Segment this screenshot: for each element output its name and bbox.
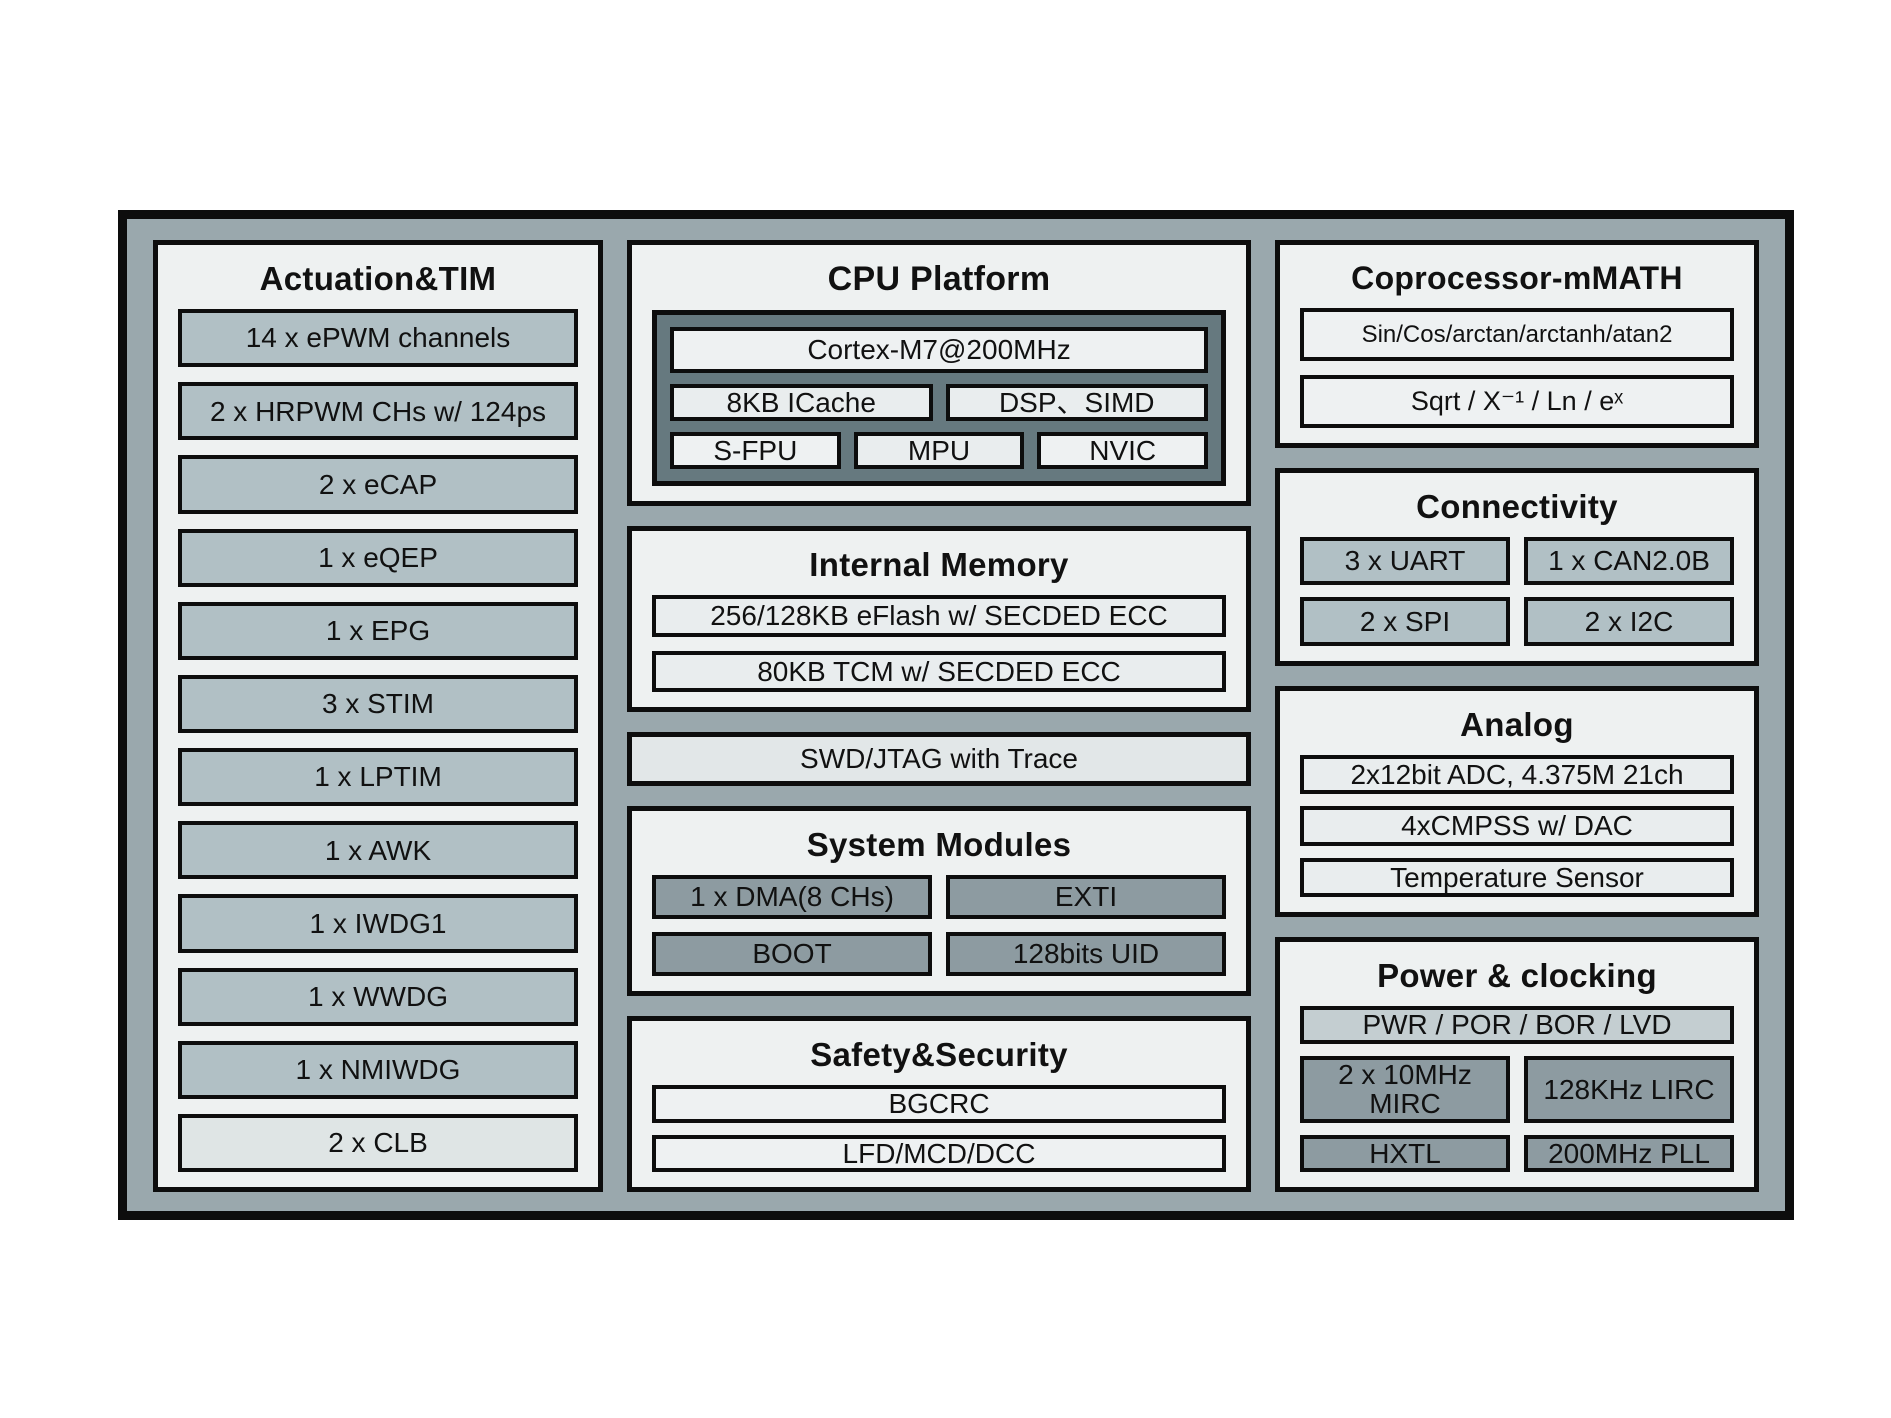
block-nvic: NVIC	[1037, 431, 1209, 470]
block-can: 1 x CAN2.0B	[1524, 536, 1734, 586]
block-bgcrc: BGCRC	[652, 1085, 1226, 1123]
block-cortex-m7: Cortex-M7@200MHz	[670, 327, 1208, 373]
block-icache: 8KB ICache	[670, 383, 933, 421]
section-internal-memory: Internal Memory 256/128KB eFlash w/ SECD…	[627, 526, 1251, 713]
power-rows: PWR / POR / BOR / LVD 2 x 10MHz MIRC 128…	[1300, 1006, 1734, 1172]
section-power-clocking: Power & clocking PWR / POR / BOR / LVD 2…	[1275, 937, 1759, 1192]
system-row-2: BOOT 128bits UID	[652, 931, 1226, 977]
block-pll: 200MHz PLL	[1524, 1134, 1734, 1172]
block-temp-sensor: Temperature Sensor	[1300, 857, 1734, 898]
section-title-connectivity: Connectivity	[1416, 487, 1618, 525]
block-trig-functions: Sin/Cos/arctan/arctanh/atan2	[1300, 308, 1734, 361]
block-mpu: MPU	[853, 431, 1025, 470]
power-row-2: 2 x 10MHz MIRC 128KHz LIRC	[1300, 1055, 1734, 1123]
block-clb: 2 x CLB	[178, 1113, 578, 1173]
actuation-rows: 14 x ePWM channels 2 x HRPWM CHs w/ 124p…	[178, 309, 578, 1173]
block-uid: 128bits UID	[946, 931, 1226, 977]
block-spi: 2 x SPI	[1300, 597, 1510, 646]
cpu-row-3: S-FPU MPU NVIC	[670, 431, 1209, 470]
power-row-3: HXTL 200MHz PLL	[1300, 1134, 1734, 1172]
memory-rows: 256/128KB eFlash w/ SECDED ECC 80KB TCM …	[652, 595, 1226, 693]
block-lfd-mcd-dcc: LFD/MCD/DCC	[652, 1134, 1226, 1173]
section-title-coprocessor-mmath: Coprocessor-mMATH	[1351, 260, 1683, 296]
section-title-internal-memory: Internal Memory	[809, 546, 1069, 584]
block-uart: 3 x UART	[1300, 536, 1510, 586]
column-left: Actuation&TIM 14 x ePWM channels 2 x HRP…	[153, 240, 603, 1192]
block-eqep: 1 x eQEP	[178, 528, 578, 587]
safety-rows: BGCRC LFD/MCD/DCC	[652, 1085, 1226, 1173]
column-right: Coprocessor-mMATH Sin/Cos/arctan/arctanh…	[1275, 240, 1759, 1192]
section-title-analog: Analog	[1460, 705, 1574, 743]
section-title-safety-security: Safety&Security	[810, 1036, 1068, 1074]
block-lirc: 128KHz LIRC	[1524, 1055, 1734, 1123]
section-analog: Analog 2x12bit ADC, 4.375M 21ch 4xCMPSS …	[1275, 685, 1759, 918]
block-iwdg1: 1 x IWDG1	[178, 894, 578, 953]
section-title-cpu-platform: CPU Platform	[827, 260, 1051, 298]
block-tcm: 80KB TCM w/ SECDED ECC	[652, 650, 1226, 693]
block-cmpss: 4xCMPSS w/ DAC	[1300, 806, 1734, 846]
connectivity-row-2: 2 x SPI 2 x I2C	[1300, 597, 1734, 646]
block-hxtl: HXTL	[1300, 1134, 1510, 1172]
block-dma: 1 x DMA(8 CHs)	[652, 874, 932, 919]
mcu-block-diagram: Actuation&TIM 14 x ePWM channels 2 x HRP…	[118, 210, 1794, 1220]
analog-rows: 2x12bit ADC, 4.375M 21ch 4xCMPSS w/ DAC …	[1300, 754, 1734, 898]
connectivity-rows: 3 x UART 1 x CAN2.0B 2 x SPI 2 x I2C	[1300, 536, 1734, 646]
block-eflash: 256/128KB eFlash w/ SECDED ECC	[652, 595, 1226, 637]
section-title-actuation-tim: Actuation&TIM	[259, 260, 497, 297]
block-nmiwdg: 1 x NMIWDG	[178, 1040, 578, 1099]
block-wwdg: 1 x WWDG	[178, 967, 578, 1026]
section-system-modules: System Modules 1 x DMA(8 CHs) EXTI BOOT …	[627, 805, 1251, 997]
section-coprocessor-mmath: Coprocessor-mMATH Sin/Cos/arctan/arctanh…	[1275, 240, 1759, 448]
system-row-1: 1 x DMA(8 CHs) EXTI	[652, 874, 1226, 919]
block-exti: EXTI	[946, 874, 1226, 919]
block-epwm-channels: 14 x ePWM channels	[178, 309, 578, 368]
block-swd-jtag: SWD/JTAG with Trace	[627, 732, 1251, 786]
block-stim: 3 x STIM	[178, 674, 578, 734]
section-title-system-modules: System Modules	[806, 825, 1072, 863]
section-cpu-platform: CPU Platform Cortex-M7@200MHz 8KB ICache…	[627, 240, 1251, 507]
column-middle: CPU Platform Cortex-M7@200MHz 8KB ICache…	[627, 240, 1251, 1193]
block-ecap: 2 x eCAP	[178, 455, 578, 514]
block-pwr-por-bor-lvd: PWR / POR / BOR / LVD	[1300, 1006, 1734, 1044]
system-rows: 1 x DMA(8 CHs) EXTI BOOT 128bits UID	[652, 874, 1226, 977]
block-adc: 2x12bit ADC, 4.375M 21ch	[1300, 754, 1734, 795]
block-mirc: 2 x 10MHz MIRC	[1300, 1055, 1510, 1123]
section-connectivity: Connectivity 3 x UART 1 x CAN2.0B 2 x SP…	[1275, 467, 1759, 666]
cpu-row-2: 8KB ICache DSP、SIMD	[670, 383, 1208, 421]
section-title-power-clocking: Power & clocking	[1377, 957, 1657, 995]
block-boot: BOOT	[652, 931, 932, 977]
block-sqrt-functions: Sqrt / X⁻¹ / Ln / eˣ	[1300, 374, 1734, 428]
block-i2c: 2 x I2C	[1524, 597, 1734, 646]
section-safety-security: Safety&Security BGCRC LFD/MCD/DCC	[627, 1016, 1251, 1193]
cpu-core-container: Cortex-M7@200MHz 8KB ICache DSP、SIMD S-F…	[652, 310, 1226, 487]
block-dsp-simd: DSP、SIMD	[945, 383, 1208, 421]
block-lptim: 1 x LPTIM	[178, 748, 578, 807]
connectivity-row-1: 3 x UART 1 x CAN2.0B	[1300, 536, 1734, 586]
section-actuation-tim: Actuation&TIM 14 x ePWM channels 2 x HRP…	[153, 240, 603, 1192]
math-rows: Sin/Cos/arctan/arctanh/atan2 Sqrt / X⁻¹ …	[1300, 308, 1734, 428]
block-epg: 1 x EPG	[178, 601, 578, 660]
block-s-fpu: S-FPU	[670, 431, 841, 470]
block-hrpwm: 2 x HRPWM CHs w/ 124ps	[178, 382, 578, 441]
block-awk: 1 x AWK	[178, 821, 578, 880]
